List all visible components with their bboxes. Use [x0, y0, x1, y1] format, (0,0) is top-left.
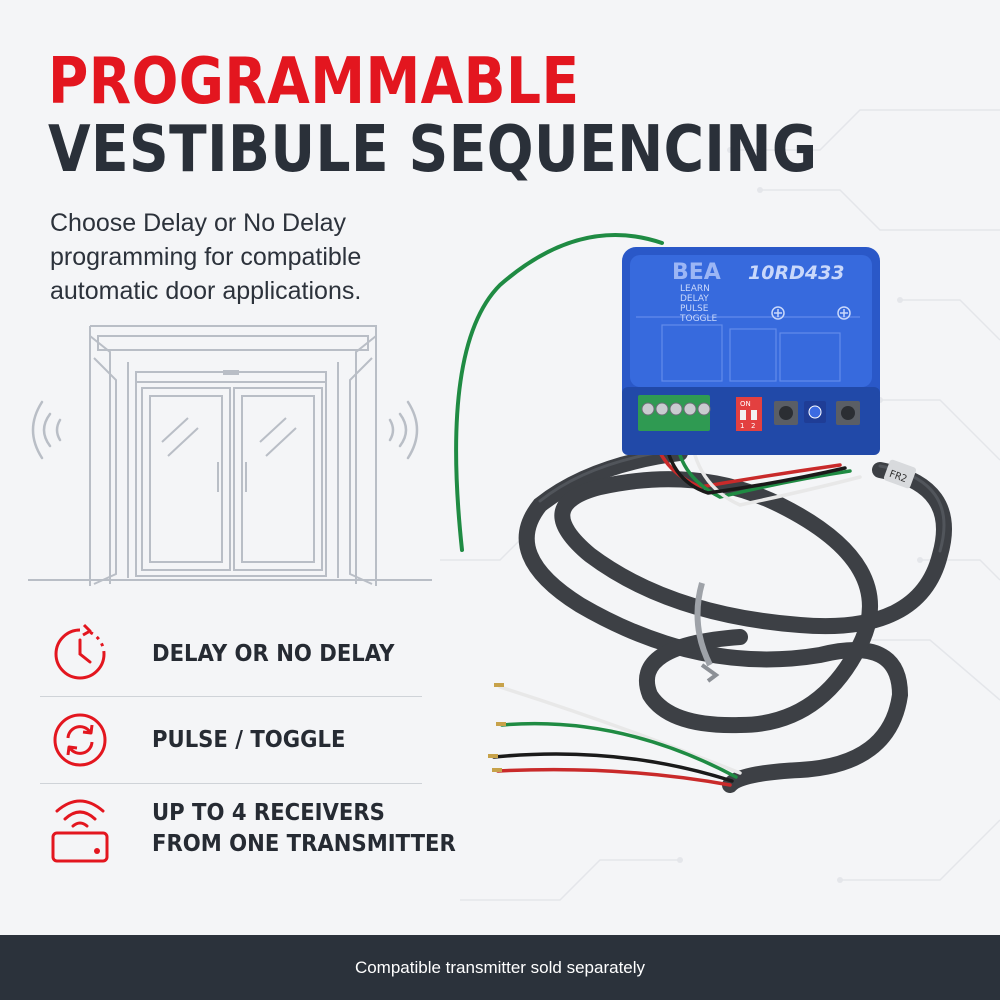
feature-receivers: UP TO 4 RECEIVERS FROM ONE TRANSMITTER [40, 784, 456, 874]
feature-label: PULSE / TOGGLE [152, 726, 346, 753]
brand-logo: BEA [672, 260, 721, 285]
feature-pulse-toggle: PULSE / TOGGLE [40, 697, 422, 784]
footer-bar: Compatible transmitter sold separately [0, 935, 1000, 1000]
board-label-toggle: TOGGLE [679, 314, 718, 324]
dip-switch-on-label: ON [740, 400, 751, 408]
board-label-learn: LEARN [680, 284, 710, 294]
feature-label-line-1: UP TO 4 RECEIVERS [152, 800, 385, 826]
feature-label: DELAY OR NO DELAY [152, 640, 395, 667]
footer-note: Compatible transmitter sold separately [354, 957, 646, 977]
headline-line-1: PROGRAMMABLE [48, 45, 580, 119]
headline-line-2: VESTIBULE SEQUENCING [48, 113, 818, 187]
receiver-product-image: FR2 BEA 10RD433 LEARN DELAY PULSE TOGGLE [454, 233, 952, 793]
vestibule-door-illustration [28, 325, 432, 586]
model-label: 10RD433 [748, 262, 845, 284]
pulse-toggle-icon [40, 705, 120, 775]
feature-list: DELAY OR NO DELAY PULSE / TOGGLE [40, 612, 456, 874]
dip-switch-number-1: 1 [740, 422, 744, 430]
dip-switch-number-2: 2 [751, 422, 755, 430]
board-label-pulse: PULSE [680, 304, 709, 314]
board-label-delay: DELAY [680, 294, 709, 304]
receiver-signal-icon [40, 794, 120, 864]
feature-delay: DELAY OR NO DELAY [40, 612, 422, 697]
clock-delay-icon [40, 619, 120, 689]
feature-label-line-2: FROM ONE TRANSMITTER [152, 831, 456, 857]
subtitle: Choose Delay or No Delay programming for… [50, 209, 362, 305]
circuit-background [440, 109, 1000, 901]
